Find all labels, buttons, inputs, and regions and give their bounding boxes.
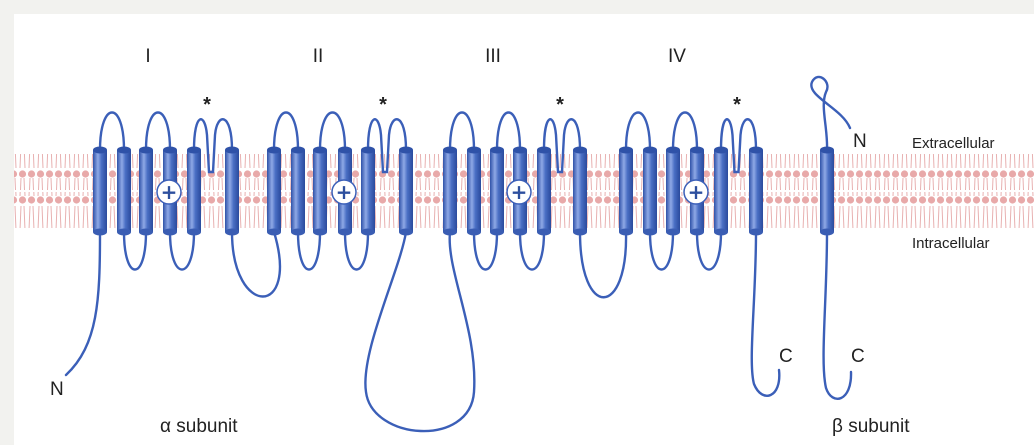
beta-n-terminus-label: N [853,131,867,152]
domain-2-helix-s1 [267,147,281,236]
domain-numeral-2: II [313,46,324,67]
domain-1-helix-s5 [187,147,201,236]
domain-4-helix-s1 [619,147,633,236]
beta-subunit-helix [820,147,834,236]
extracellular-label: Extracellular [912,135,995,152]
domain-2-helix-s5 [361,147,375,236]
pore-loop-marker-1: * [203,94,211,116]
domain-4-helix-s5 [714,147,728,236]
pore-loop-marker-3: * [556,94,564,116]
beta-subunit-label: β subunit [832,416,910,437]
alpha-c-terminus-label: C [779,346,793,367]
domain-numeral-4: IV [668,46,686,67]
voltage-sensor-2: + [332,180,356,204]
voltage-sensor-3: + [507,180,531,204]
alpha-subunit-label: α subunit [160,416,238,437]
domain-3-helix-s3 [490,147,504,236]
domain-1-helix-s2 [117,147,131,236]
positive-charge-symbol: + [161,180,178,204]
beta-c-terminus-label: C [851,346,865,367]
intracellular-label: Intracellular [912,235,990,252]
alpha-n-terminus-label: N [50,379,64,400]
domain-3-helix-s5 [537,147,551,236]
domain-1-helix-s3 [139,147,153,236]
domain-numeral-3: III [485,46,501,67]
domain-2-helix-s2 [291,147,305,236]
positive-charge-symbol: + [336,180,353,204]
pore-loop-marker-2: * [379,94,387,116]
domain-4-helix-s3 [666,147,680,236]
voltage-sensor-1: + [157,180,181,204]
voltage-sensor-4: + [684,180,708,204]
domain-1-helix-s1 [93,147,107,236]
domain-numeral-1: I [145,46,150,67]
domain-1-helix-s6 [225,147,239,236]
domain-3-helix-s2 [467,147,481,236]
positive-charge-symbol: + [511,180,528,204]
domain-2-helix-s6 [399,147,413,236]
positive-charge-symbol: + [688,180,705,204]
domain-2-helix-s3 [313,147,327,236]
pore-loop-marker-4: * [733,94,741,116]
domain-3-helix-s1 [443,147,457,236]
domain-4-helix-s2 [643,147,657,236]
domain-4-helix-s6 [749,147,763,236]
domain-3-helix-s6 [573,147,587,236]
